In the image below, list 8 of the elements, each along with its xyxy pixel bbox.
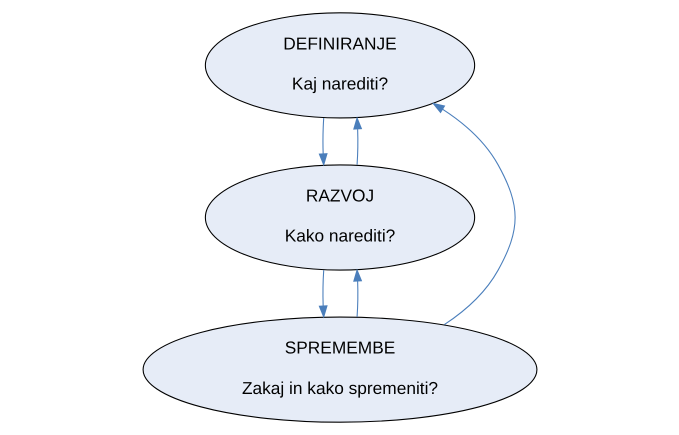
arrow (318, 270, 328, 318)
node-ellipse: RAZVOJ Kako narediti? (204, 164, 475, 271)
arrow (318, 118, 328, 166)
node-ellipse: SPREMEMBE Zakaj in kako spremeniti? (142, 316, 537, 423)
arrow (352, 268, 362, 317)
arrow (431, 102, 516, 326)
node-ellipse: DEFINIRANJE Kaj narediti? (204, 12, 475, 118)
arrow (352, 116, 362, 165)
